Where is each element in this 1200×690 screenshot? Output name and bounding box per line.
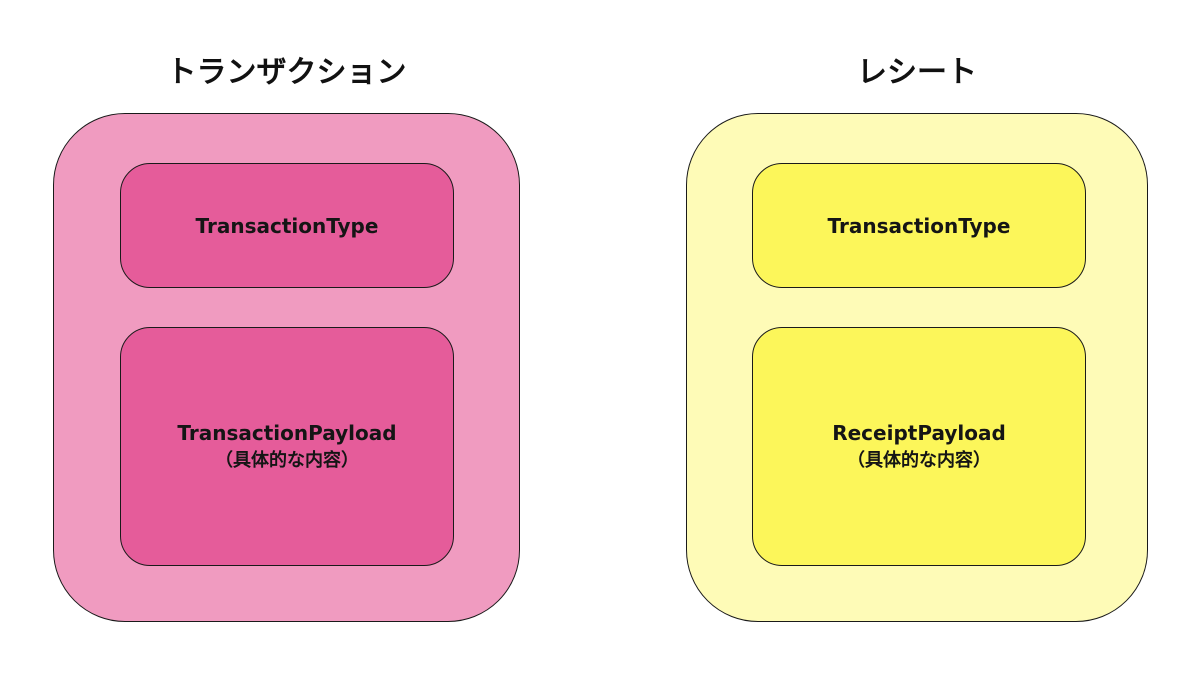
receipt-type-box: TransactionType <box>752 163 1086 288</box>
transaction-payload-label: TransactionPayload <box>177 420 397 445</box>
transaction-title: トランザクション <box>166 55 407 90</box>
transaction-type-label: TransactionType <box>195 213 379 238</box>
transaction-payload-box: TransactionPayload （具体的な内容） <box>120 327 454 566</box>
transaction-container: TransactionType TransactionPayload （具体的な… <box>53 113 520 622</box>
receipt-container: TransactionType ReceiptPayload （具体的な内容） <box>686 113 1148 622</box>
receipt-payload-label: ReceiptPayload <box>832 420 1006 445</box>
receipt-payload-box: ReceiptPayload （具体的な内容） <box>752 327 1086 566</box>
receipt-title: レシート <box>857 55 977 90</box>
receipt-payload-note: （具体的な内容） <box>847 449 991 471</box>
receipt-type-label: TransactionType <box>827 213 1011 238</box>
transaction-type-box: TransactionType <box>120 163 454 288</box>
transaction-payload-note: （具体的な内容） <box>215 449 359 471</box>
